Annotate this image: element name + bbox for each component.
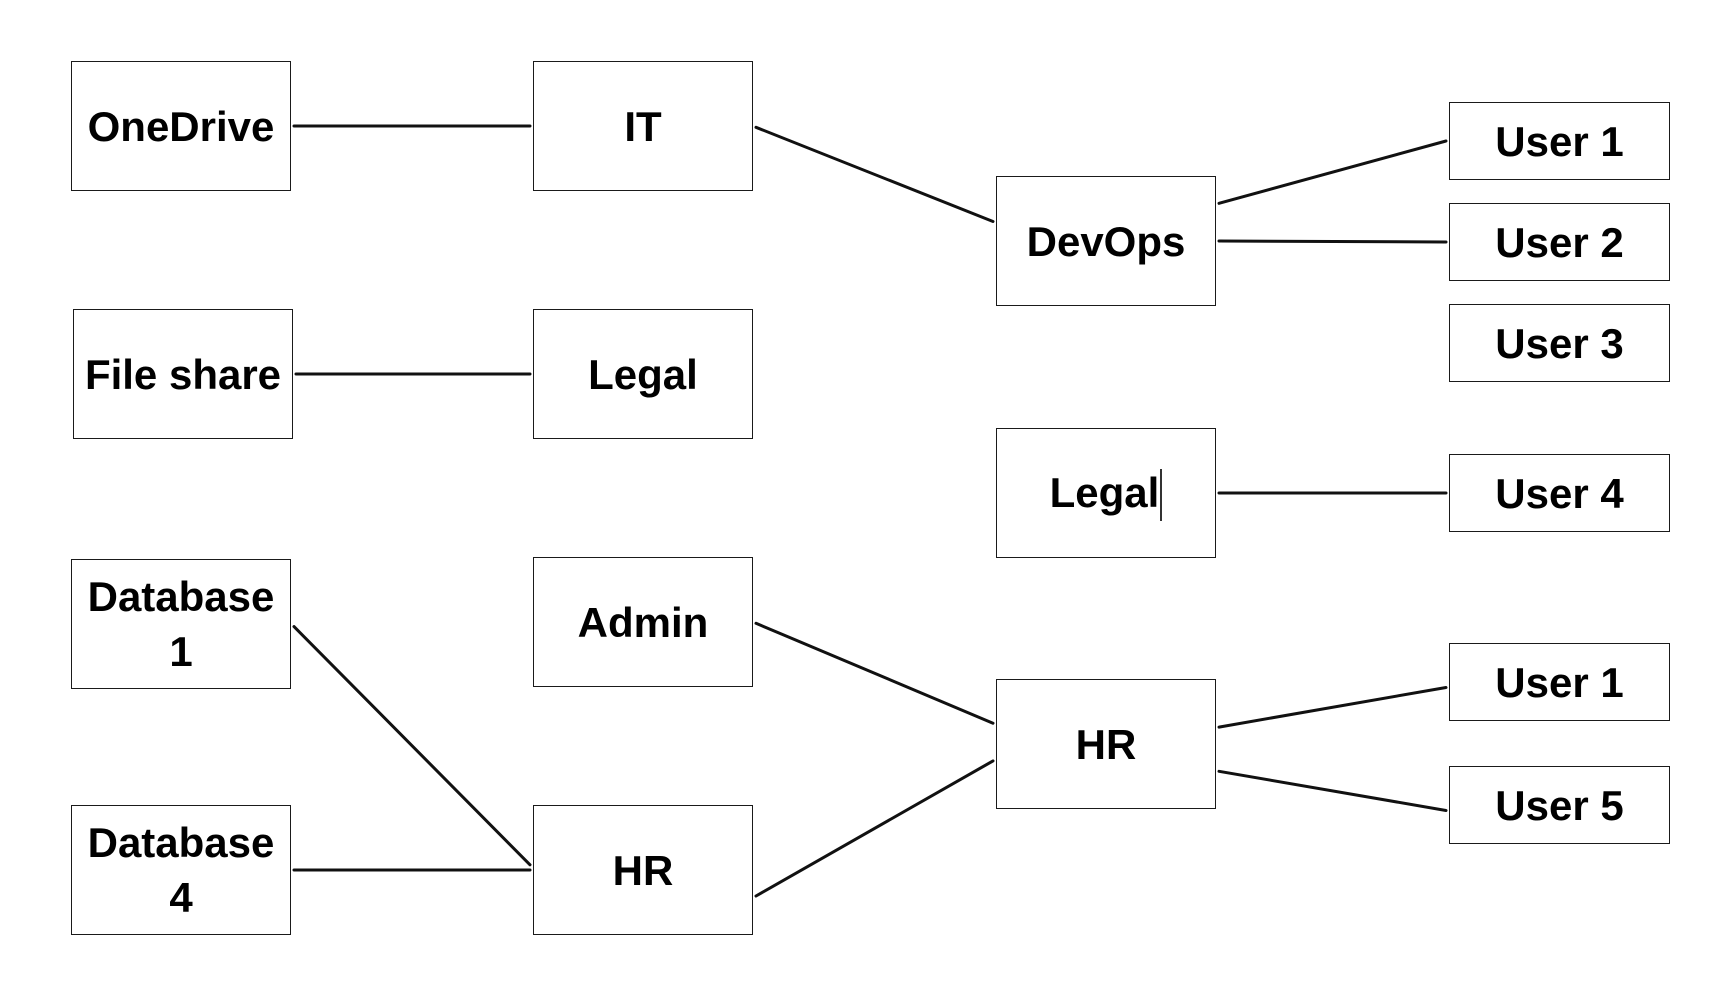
node-label-legal-right: Legal	[1046, 465, 1167, 522]
node-label-database-1: Database 1	[87, 573, 275, 675]
edge-hr-right-to-user5	[1217, 769, 1448, 812]
node-label-database-4: Database 4	[87, 819, 275, 921]
node-label-it: IT	[624, 102, 662, 150]
node-label-user-5: User 5	[1495, 781, 1624, 829]
node-onedrive[interactable]: OneDrive	[71, 61, 291, 191]
node-user-1-bottom[interactable]: User 1	[1449, 643, 1670, 721]
node-label-user-1-top: User 1	[1495, 117, 1624, 165]
node-hr-right[interactable]: HR	[996, 679, 1216, 809]
node-devops[interactable]: DevOps	[996, 176, 1216, 306]
node-label-hr-right: HR	[1075, 720, 1137, 768]
node-user-4[interactable]: User 4	[1449, 454, 1670, 532]
node-file-share[interactable]: File share	[73, 309, 293, 439]
node-label-user-3: User 3	[1495, 319, 1624, 367]
node-label-user-4: User 4	[1495, 469, 1624, 517]
node-label-onedrive: OneDrive	[87, 102, 275, 150]
node-admin[interactable]: Admin	[533, 557, 753, 687]
node-database-1[interactable]: Database 1	[71, 559, 291, 689]
node-user-5[interactable]: User 5	[1449, 766, 1670, 844]
node-label-devops: DevOps	[1026, 217, 1186, 265]
edge-database1-to-hr-left	[292, 625, 532, 867]
node-label-legal-right-text: Legal	[1049, 468, 1160, 516]
node-label-hr-left: HR	[612, 846, 674, 894]
text-cursor	[1160, 469, 1163, 522]
node-user-2[interactable]: User 2	[1449, 203, 1670, 281]
node-hr-left[interactable]: HR	[533, 805, 753, 935]
node-label-file-share: File share	[84, 350, 282, 398]
node-user-1-top[interactable]: User 1	[1449, 102, 1670, 180]
node-label-admin: Admin	[577, 598, 709, 646]
edge-devops-to-user1-top	[1217, 139, 1448, 205]
edge-hr-right-to-user1-bottom	[1217, 685, 1448, 729]
edge-devops-to-user2	[1217, 239, 1448, 244]
node-label-user-1-bottom: User 1	[1495, 658, 1624, 706]
node-label-user-2: User 2	[1495, 218, 1624, 266]
edge-hr-left-to-hr-right	[754, 759, 995, 898]
node-legal-left[interactable]: Legal	[533, 309, 753, 439]
edge-admin-to-hr-right	[754, 621, 995, 725]
node-it[interactable]: IT	[533, 61, 753, 191]
node-user-3[interactable]: User 3	[1449, 304, 1670, 382]
node-database-4[interactable]: Database 4	[71, 805, 291, 935]
edge-it-to-devops	[754, 125, 995, 223]
node-legal-right-editing[interactable]: Legal	[996, 428, 1216, 558]
node-label-legal-left: Legal	[588, 350, 698, 398]
